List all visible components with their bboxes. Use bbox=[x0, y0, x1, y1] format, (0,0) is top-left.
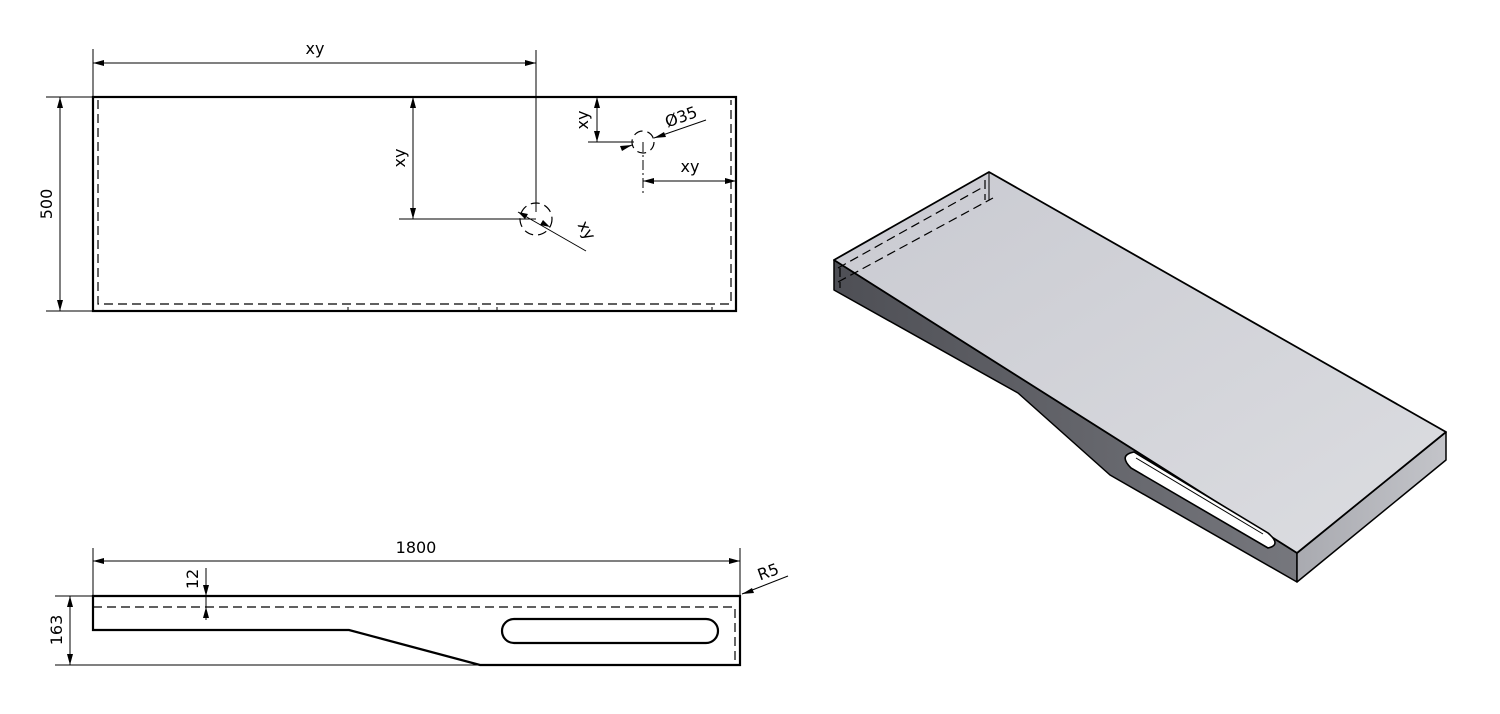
tap-y-dim-label: xy bbox=[573, 111, 592, 130]
tap-y-dimension: xy bbox=[573, 97, 634, 143]
sink-dia-dim-label: xy bbox=[574, 217, 600, 243]
sink-hole-circle bbox=[519, 202, 553, 236]
iso-slot-inner bbox=[1135, 457, 1264, 535]
tap-hole-circle bbox=[631, 130, 655, 154]
thickness-dimension: 12 bbox=[183, 568, 209, 620]
sink-x-dim-label: xy bbox=[306, 39, 325, 58]
tap-dia-dim-label: Ø35 bbox=[662, 102, 699, 131]
sink-y-dim-label: xy bbox=[390, 149, 409, 168]
iso-hidden-rim bbox=[837, 180, 994, 288]
iso-top-face bbox=[833, 171, 1447, 554]
width-dim-label: 500 bbox=[37, 189, 56, 220]
front-view-hidden-edge bbox=[93, 606, 736, 660]
front-view-slot bbox=[500, 617, 720, 645]
tap-x-dimension: xy bbox=[643, 157, 736, 184]
top-view: 500 xy xy xy bbox=[37, 39, 738, 313]
radius-dimension: R5 bbox=[741, 559, 789, 595]
front-view: 1800 163 12 R5 bbox=[47, 538, 789, 667]
tap-hole: Ø35 bbox=[620, 102, 707, 193]
tap-x-dim-label: xy bbox=[681, 157, 700, 176]
top-view-hidden-edge bbox=[97, 100, 732, 305]
iso-slot bbox=[1124, 451, 1276, 549]
front-view-outline bbox=[91, 594, 742, 667]
height-dim-label: 163 bbox=[47, 615, 66, 646]
width-dimension: 500 bbox=[37, 96, 92, 312]
length-dimension: 1800 bbox=[92, 538, 741, 595]
height-dimension: 163 bbox=[47, 595, 479, 666]
length-dim-label: 1800 bbox=[396, 538, 437, 557]
sink-hole: xy bbox=[517, 202, 600, 252]
sink-y-dimension: xy bbox=[390, 97, 536, 220]
thickness-dim-label: 12 bbox=[183, 569, 202, 589]
sink-x-dimension: xy bbox=[92, 39, 537, 212]
isometric-view bbox=[833, 171, 1447, 583]
top-view-outline bbox=[91, 95, 738, 313]
